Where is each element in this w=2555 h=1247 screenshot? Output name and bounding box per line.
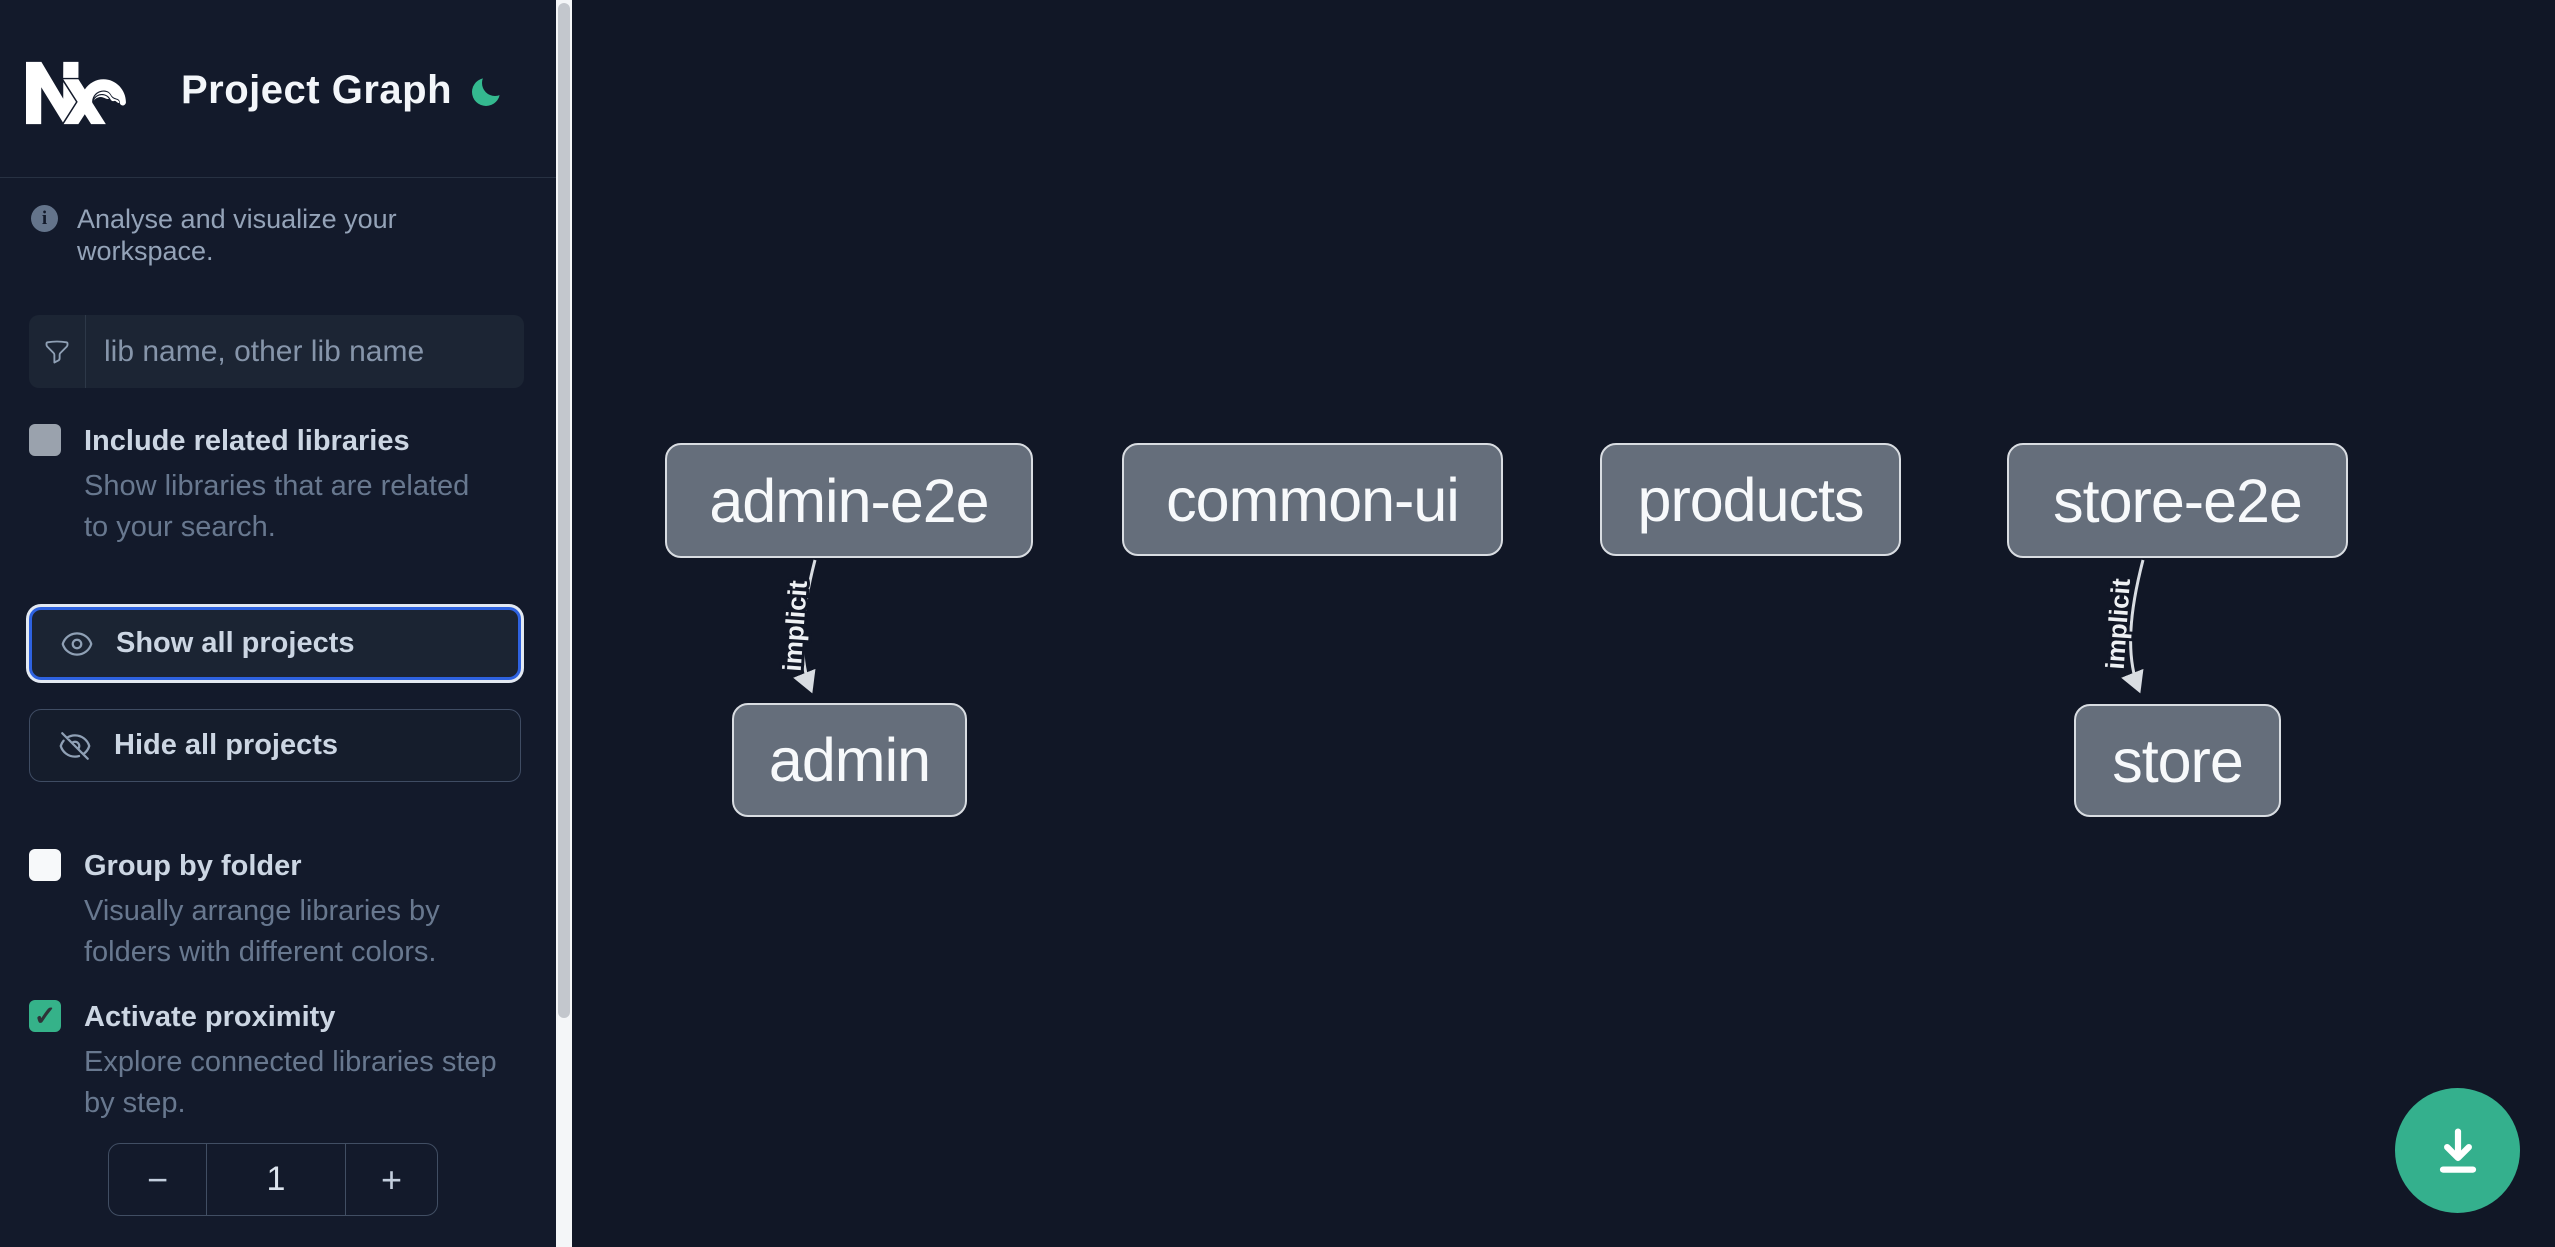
edge-label-implicit-store: implicit <box>2100 577 2136 670</box>
proximity-depth-stepper: − 1 + <box>108 1143 438 1216</box>
page-title: Project Graph <box>181 68 453 112</box>
workspace-info: i Analyse and visualize your workspace. <box>31 203 531 267</box>
sidebar-header: Project Graph <box>0 0 556 178</box>
graph-edges: implicit implicit <box>774 559 2145 694</box>
show-all-projects-button[interactable]: Show all projects <box>29 607 521 680</box>
project-node-common-ui[interactable]: common-ui <box>1122 443 1503 556</box>
download-image-button[interactable] <box>2395 1088 2520 1213</box>
activate-proximity-description: Explore connected libraries step by step… <box>84 1046 497 1119</box>
moon-icon <box>472 77 500 106</box>
download-icon <box>2439 1128 2476 1173</box>
search-box <box>29 315 524 388</box>
option-group-by-folder: Group by folder Visually arrange librari… <box>29 849 529 973</box>
project-node-store-e2e[interactable]: store-e2e <box>2007 443 2348 558</box>
option-include-related-libraries: Include related libraries Show libraries… <box>29 424 529 548</box>
increment-button[interactable]: + <box>346 1144 437 1215</box>
search-input[interactable] <box>86 315 524 388</box>
eye-icon <box>61 631 93 656</box>
project-node-admin[interactable]: admin <box>732 703 967 817</box>
include-related-libraries-checkbox[interactable] <box>29 424 61 456</box>
group-by-folder-label[interactable]: Group by folder <box>84 850 302 882</box>
sidebar-scrollbar-thumb[interactable] <box>558 3 570 1018</box>
project-graph-canvas: implicit implicit admin-e2e common-ui pr… <box>572 0 2555 1247</box>
theme-toggle-button[interactable] <box>466 70 510 114</box>
proximity-depth-value: 1 <box>207 1144 346 1215</box>
edge-admin-e2e-to-admin <box>793 559 817 694</box>
option-activate-proximity: ✓ Activate proximity Explore connected l… <box>29 1000 529 1124</box>
group-by-folder-checkbox[interactable] <box>29 849 61 881</box>
project-node-store[interactable]: store <box>2074 704 2281 817</box>
edge-label-implicit-admin: implicit <box>777 579 813 672</box>
include-related-libraries-description: Show libraries that are related to your … <box>84 470 470 543</box>
activate-proximity-label[interactable]: Activate proximity <box>84 1001 336 1033</box>
decrement-button[interactable]: − <box>109 1144 207 1215</box>
include-related-libraries-label[interactable]: Include related libraries <box>84 425 410 457</box>
checkmark-icon: ✓ <box>33 1000 57 1031</box>
hide-all-projects-button[interactable]: Hide all projects <box>29 709 521 782</box>
edge-store-e2e-to-store <box>2121 559 2145 694</box>
hide-all-projects-label: Hide all projects <box>114 729 339 761</box>
project-node-products[interactable]: products <box>1600 443 1901 556</box>
info-icon: i <box>31 205 58 232</box>
eye-slash-icon <box>59 731 91 760</box>
filter-funnel-icon <box>29 315 86 388</box>
nx-logo-icon <box>26 61 126 125</box>
project-node-admin-e2e[interactable]: admin-e2e <box>665 443 1033 558</box>
activate-proximity-checkbox[interactable]: ✓ <box>29 1000 61 1032</box>
show-all-projects-label: Show all projects <box>116 627 355 659</box>
sidebar: Project Graph i Analyse and visualize yo… <box>0 0 556 1247</box>
workspace-info-text: Analyse and visualize your workspace. <box>77 204 397 266</box>
group-by-folder-description: Visually arrange libraries by folders wi… <box>84 895 440 968</box>
